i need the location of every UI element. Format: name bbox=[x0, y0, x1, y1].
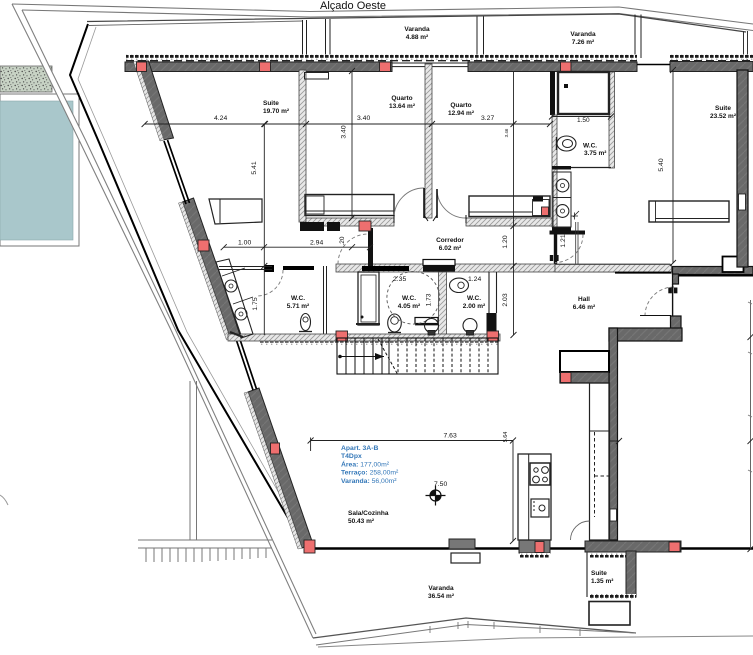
svg-text:5.64: 5.64 bbox=[503, 432, 509, 443]
svg-text:2.03: 2.03 bbox=[502, 293, 509, 306]
svg-text:2.35: 2.35 bbox=[393, 276, 406, 283]
svg-text:4.05 m²: 4.05 m² bbox=[398, 303, 421, 310]
svg-text:5.41: 5.41 bbox=[251, 161, 258, 174]
svg-text:W.C.: W.C. bbox=[291, 295, 305, 302]
svg-text:3.27: 3.27 bbox=[481, 115, 494, 122]
svg-text:5.40: 5.40 bbox=[658, 158, 665, 171]
svg-text:7.26 m²: 7.26 m² bbox=[572, 39, 595, 46]
svg-text:7.63: 7.63 bbox=[444, 433, 457, 440]
svg-text:Hall: Hall bbox=[578, 296, 590, 303]
svg-text:W.C.: W.C. bbox=[467, 295, 481, 302]
svg-text:Suite: Suite bbox=[591, 570, 607, 577]
svg-text:1.73: 1.73 bbox=[426, 293, 433, 306]
svg-text:1.21: 1.21 bbox=[560, 234, 567, 247]
svg-text:Alçado Oeste: Alçado Oeste bbox=[320, 0, 386, 12]
svg-text:36.54 m²: 36.54 m² bbox=[428, 593, 455, 600]
svg-text:1.00: 1.00 bbox=[238, 240, 251, 247]
svg-text:19.70 m²: 19.70 m² bbox=[263, 108, 290, 115]
svg-text:1.35 m²: 1.35 m² bbox=[591, 578, 614, 585]
svg-text:6.46 m²: 6.46 m² bbox=[573, 304, 596, 311]
svg-text:23.52 m²: 23.52 m² bbox=[710, 113, 737, 120]
svg-text:3.40: 3.40 bbox=[341, 125, 348, 138]
svg-text:12.94 m²: 12.94 m² bbox=[448, 110, 475, 117]
svg-text:W.C.: W.C. bbox=[583, 143, 597, 150]
svg-text:2.00 m²: 2.00 m² bbox=[463, 303, 486, 310]
svg-text:Suite: Suite bbox=[715, 105, 731, 112]
svg-text:Área: 177,00m²: Área: 177,00m² bbox=[341, 459, 390, 468]
svg-text:5.71 m²: 5.71 m² bbox=[287, 303, 310, 310]
svg-text:1.50: 1.50 bbox=[577, 117, 590, 124]
svg-text:Suite: Suite bbox=[263, 100, 279, 107]
svg-text:2.94: 2.94 bbox=[310, 240, 323, 247]
svg-text:3.75 m²: 3.75 m² bbox=[584, 150, 607, 157]
svg-text:Apart. 3A-B: Apart. 3A-B bbox=[341, 445, 378, 452]
svg-text:Terraço: 258,00m²: Terraço: 258,00m² bbox=[341, 470, 399, 477]
svg-text:Sala/Cozinha: Sala/Cozinha bbox=[348, 510, 389, 517]
svg-text:4.88 m²: 4.88 m² bbox=[406, 34, 429, 41]
svg-text:3.46: 3.46 bbox=[504, 128, 509, 137]
svg-text:4.24: 4.24 bbox=[214, 115, 227, 122]
svg-text:W.C.: W.C. bbox=[402, 295, 416, 302]
svg-text:1.20: 1.20 bbox=[502, 235, 509, 248]
svg-text:7.50: 7.50 bbox=[434, 481, 447, 488]
svg-text:1.24: 1.24 bbox=[468, 276, 481, 283]
svg-text:Varanda: Varanda bbox=[404, 26, 430, 33]
svg-text:Quarto: Quarto bbox=[391, 95, 412, 102]
svg-text:Quarto: Quarto bbox=[450, 102, 471, 109]
svg-text:T4Dpx: T4Dpx bbox=[341, 453, 362, 460]
svg-text:Varanda: 56,00m²: Varanda: 56,00m² bbox=[341, 478, 397, 485]
svg-text:1.75: 1.75 bbox=[252, 297, 259, 310]
svg-text:Varanda: Varanda bbox=[570, 31, 596, 38]
svg-text:Corredor: Corredor bbox=[436, 237, 464, 244]
svg-text:50.43 m²: 50.43 m² bbox=[348, 518, 375, 525]
svg-text:Varanda: Varanda bbox=[428, 585, 454, 592]
svg-text:3.40: 3.40 bbox=[357, 115, 370, 122]
svg-text:13.64 m²: 13.64 m² bbox=[389, 103, 416, 110]
svg-text:6.02 m²: 6.02 m² bbox=[439, 245, 462, 252]
svg-text:.20: .20 bbox=[339, 236, 346, 245]
